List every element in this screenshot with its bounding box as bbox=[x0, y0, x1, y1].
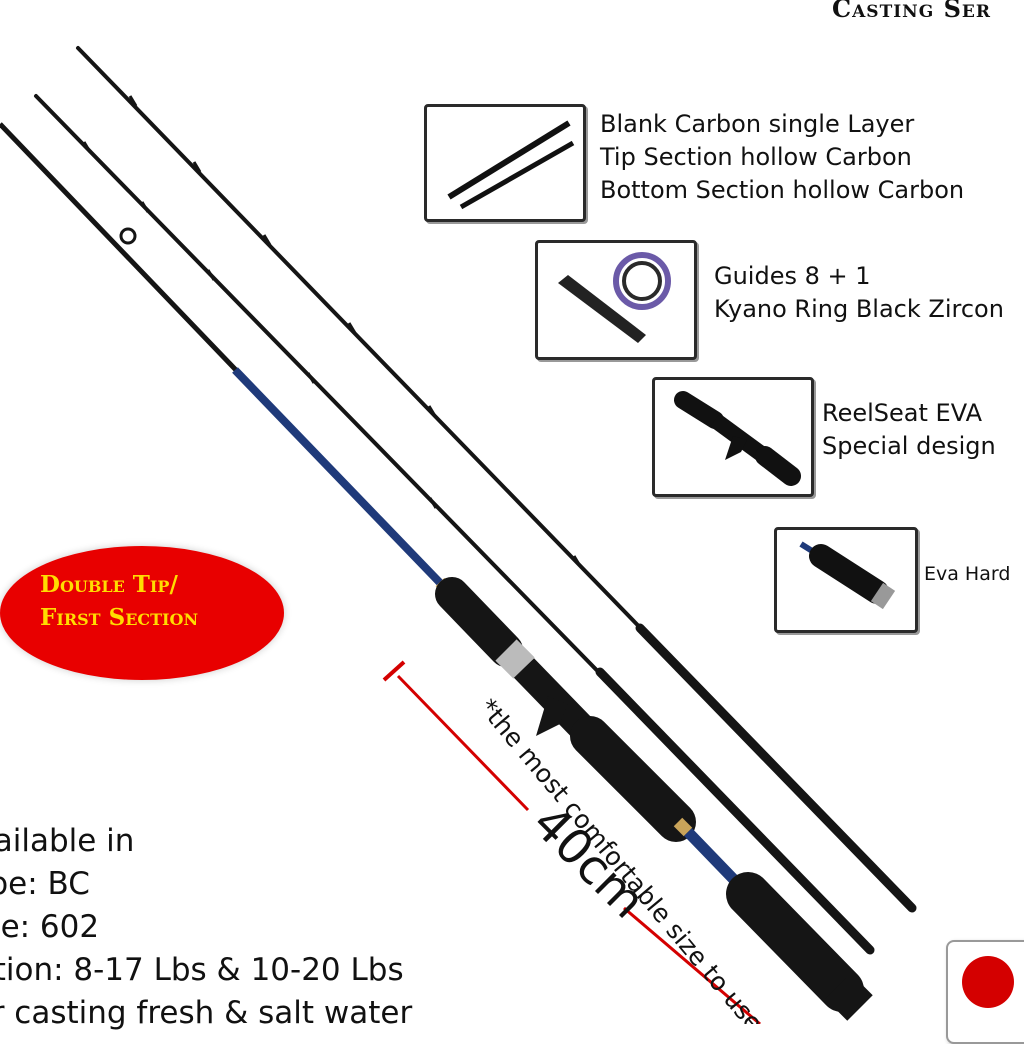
rod-rear-grip bbox=[570, 716, 696, 842]
blank-section-bottom bbox=[459, 140, 575, 210]
spec-action: Action: 8-17 Lbs & 10-20 Lbs bbox=[0, 952, 404, 988]
rod-trigger bbox=[536, 696, 568, 736]
japan-flag-icon bbox=[946, 940, 1024, 1044]
reelseat-grip-icon bbox=[674, 391, 724, 429]
spec-type: Type: BC bbox=[0, 866, 90, 902]
rod-winding-lower bbox=[673, 817, 693, 837]
guides-line-2: Kyano Ring Black Zircon bbox=[714, 295, 1004, 323]
rod-guides bbox=[82, 95, 582, 567]
reelseat-thumbnail bbox=[652, 377, 814, 497]
double-tip-badge bbox=[0, 546, 284, 680]
grip-thumbnail bbox=[774, 527, 918, 633]
grip-description: Eva Hard bbox=[924, 562, 1010, 586]
rod-tip-section-1-butt bbox=[635, 623, 917, 913]
badge-line-2: First Section bbox=[40, 604, 199, 631]
guides-description: Guides 8 + 1 Kyano Ring Black Zircon bbox=[714, 260, 1004, 326]
rod-reel-seat-ring bbox=[495, 639, 535, 679]
guide-frame-icon bbox=[558, 275, 646, 343]
spec-size: Size: 602 bbox=[0, 909, 100, 945]
reelseat-line-1: ReelSeat EVA bbox=[822, 399, 983, 427]
rod-butt-cap bbox=[825, 973, 873, 1021]
blank-thumbnail bbox=[424, 104, 586, 222]
series-title: Casting Ser bbox=[832, 0, 992, 23]
blank-line-3: Bottom Section hollow Carbon bbox=[600, 176, 965, 204]
measurement-line bbox=[382, 660, 761, 1024]
spec-list: Available in Type: BC Size: 602 Action: … bbox=[0, 820, 412, 1035]
blank-line-2: Tip Section hollow Carbon bbox=[600, 143, 912, 171]
reelseat-description: ReelSeat EVA Special design bbox=[822, 397, 996, 463]
rod-fore-grip bbox=[435, 577, 523, 667]
spec-usage: For casting fresh & salt water bbox=[0, 995, 413, 1031]
guides-line-1: Guides 8 + 1 bbox=[714, 262, 871, 290]
badge-text: Double Tip/ First Section bbox=[40, 568, 198, 634]
rod-butt-grip bbox=[726, 872, 864, 1012]
guide-ring-icon bbox=[613, 252, 671, 310]
blank-line-1: Blank Carbon single Layer bbox=[600, 110, 915, 138]
flag-sun bbox=[962, 956, 1014, 1008]
grip-line-1: Eva Hard bbox=[924, 563, 1011, 585]
blank-section-top bbox=[447, 120, 571, 200]
reelseat-line-2: Special design bbox=[822, 432, 996, 460]
grip-foam-icon bbox=[809, 544, 889, 604]
rod-tip-section-2-butt bbox=[595, 667, 875, 955]
badge-line-1: Double Tip/ bbox=[40, 571, 178, 598]
guides-thumbnail bbox=[535, 240, 697, 360]
rod-main-blue-section bbox=[232, 367, 448, 591]
blank-description: Blank Carbon single Layer Tip Section ho… bbox=[600, 108, 964, 207]
spec-available: Available in bbox=[0, 823, 135, 859]
reelseat-trigger-icon bbox=[725, 436, 747, 460]
